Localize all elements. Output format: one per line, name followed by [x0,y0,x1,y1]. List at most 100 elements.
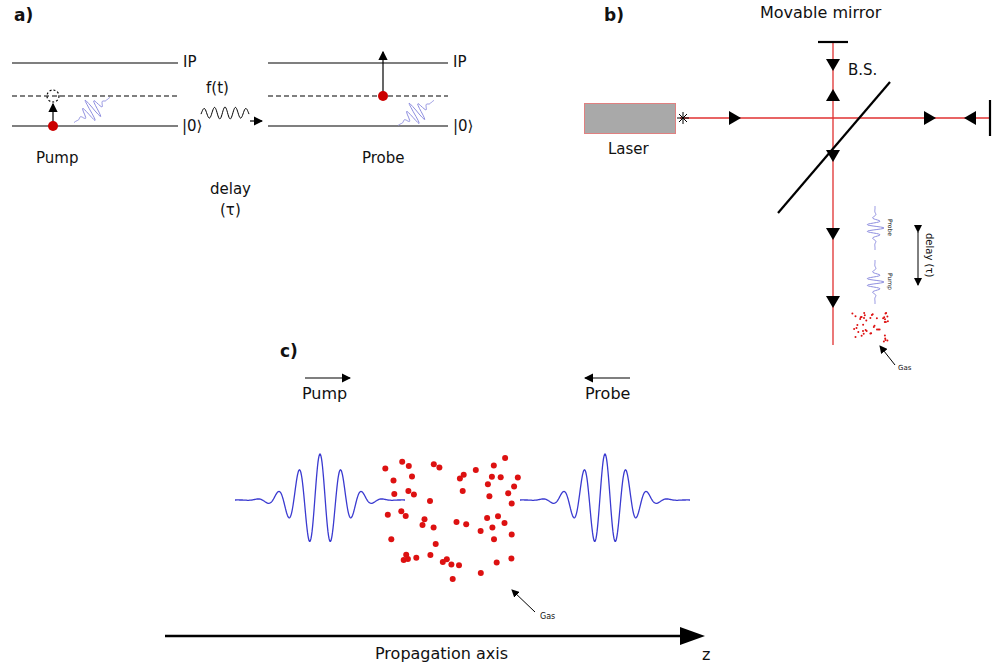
node-label: Laser [608,140,649,158]
text-label: Gas [898,364,911,372]
gas-particle [864,314,866,316]
gas-particle [411,492,417,498]
text-label: z [702,646,710,664]
wave-packet [74,97,110,122]
gas-particle [884,335,886,337]
gas-particle [491,536,497,542]
gas-particle [855,315,857,317]
gas-particle [869,332,871,334]
panel-letter: c) [280,342,298,362]
gas-particle [851,313,853,315]
text-label: IP [183,54,196,71]
gas-particle [391,491,397,497]
gas-particle [862,330,864,332]
gas-particle [884,338,886,340]
wave-packet [398,100,434,125]
gas-particle [485,481,491,487]
gas-particle [422,516,428,522]
panel-letter: b) [604,6,624,26]
gas-particle [863,333,865,335]
gas-particle [856,324,858,326]
gas-particle [874,325,876,327]
gas-particle [863,317,865,319]
gas-particle [502,455,508,461]
text-label: |0⟩ [453,118,473,135]
gas-particle [883,340,885,342]
gas-particle [448,562,454,568]
gas-particle [409,474,415,480]
text-label: B.S. [848,62,877,79]
gas-particle [478,570,484,576]
gas-particle [436,464,442,470]
gas-particle [495,513,501,519]
gas-particle [866,330,868,332]
gas-particle [885,312,887,314]
gas-particle [403,513,409,519]
text-label: IP [453,54,466,71]
gas-particle [399,459,405,465]
gas-particle [857,331,859,333]
wave-packet [867,260,884,304]
gas-particle [515,475,521,481]
text-label: Pump [886,273,893,290]
gas-particle [505,490,511,496]
gas-particle [508,555,514,561]
gas-particle [489,474,495,480]
gas-particle [861,335,863,337]
text-label: Probe [585,385,630,403]
gas-particle [856,327,858,329]
text-label: Propagation axis [375,645,508,663]
gas-particle [509,532,515,538]
gas-particle [871,314,873,316]
gas-particle [405,488,411,494]
gas-particle [457,476,463,482]
text-label: f(t) [206,80,229,97]
gas-particle [431,525,437,531]
gas-particle [427,552,433,558]
gas-particle [498,474,504,480]
gas-particle [502,520,508,526]
gas-particle [860,316,862,318]
gas-particle [884,318,886,320]
gas-particle [486,493,492,499]
gas-particle [463,521,469,527]
gas-particle [388,536,394,542]
gas-particle [420,522,426,528]
gas-particle [862,324,864,326]
text-label: Movable mirror [760,4,881,22]
gas-particle [886,316,888,318]
gas-particle [444,556,450,562]
text-label: (τ) [220,202,241,219]
gas-particle [511,484,517,490]
gas-particle [473,467,479,473]
gas-particle [859,318,861,320]
gas-particle [433,541,439,547]
gas-particle [883,316,885,318]
gas-particle [456,562,462,568]
gas-particle [861,316,863,318]
gas-particle [406,463,412,469]
gas-particle [403,552,409,558]
text-label: Gas [540,612,555,621]
gas-particle [489,524,495,530]
gas-particle [385,512,391,518]
text-label: Pump [36,150,78,167]
wave-packet [520,454,690,541]
laser-box [584,103,676,134]
gas-particle [494,559,500,565]
gas-particle [450,576,456,582]
gas-particle [478,528,484,534]
gas-particle [869,317,871,319]
gas-particle [491,463,497,469]
gas-particle [885,313,887,315]
gas-particle [413,555,419,561]
wave-packet [201,107,249,119]
gas-particle [853,328,855,330]
text-label: delay [210,181,251,198]
gas-particle [460,488,466,494]
wave-packet [235,454,405,541]
text-label: Pump [302,385,347,403]
gas-particle [865,320,867,322]
text-label: |0⟩ [182,118,202,135]
